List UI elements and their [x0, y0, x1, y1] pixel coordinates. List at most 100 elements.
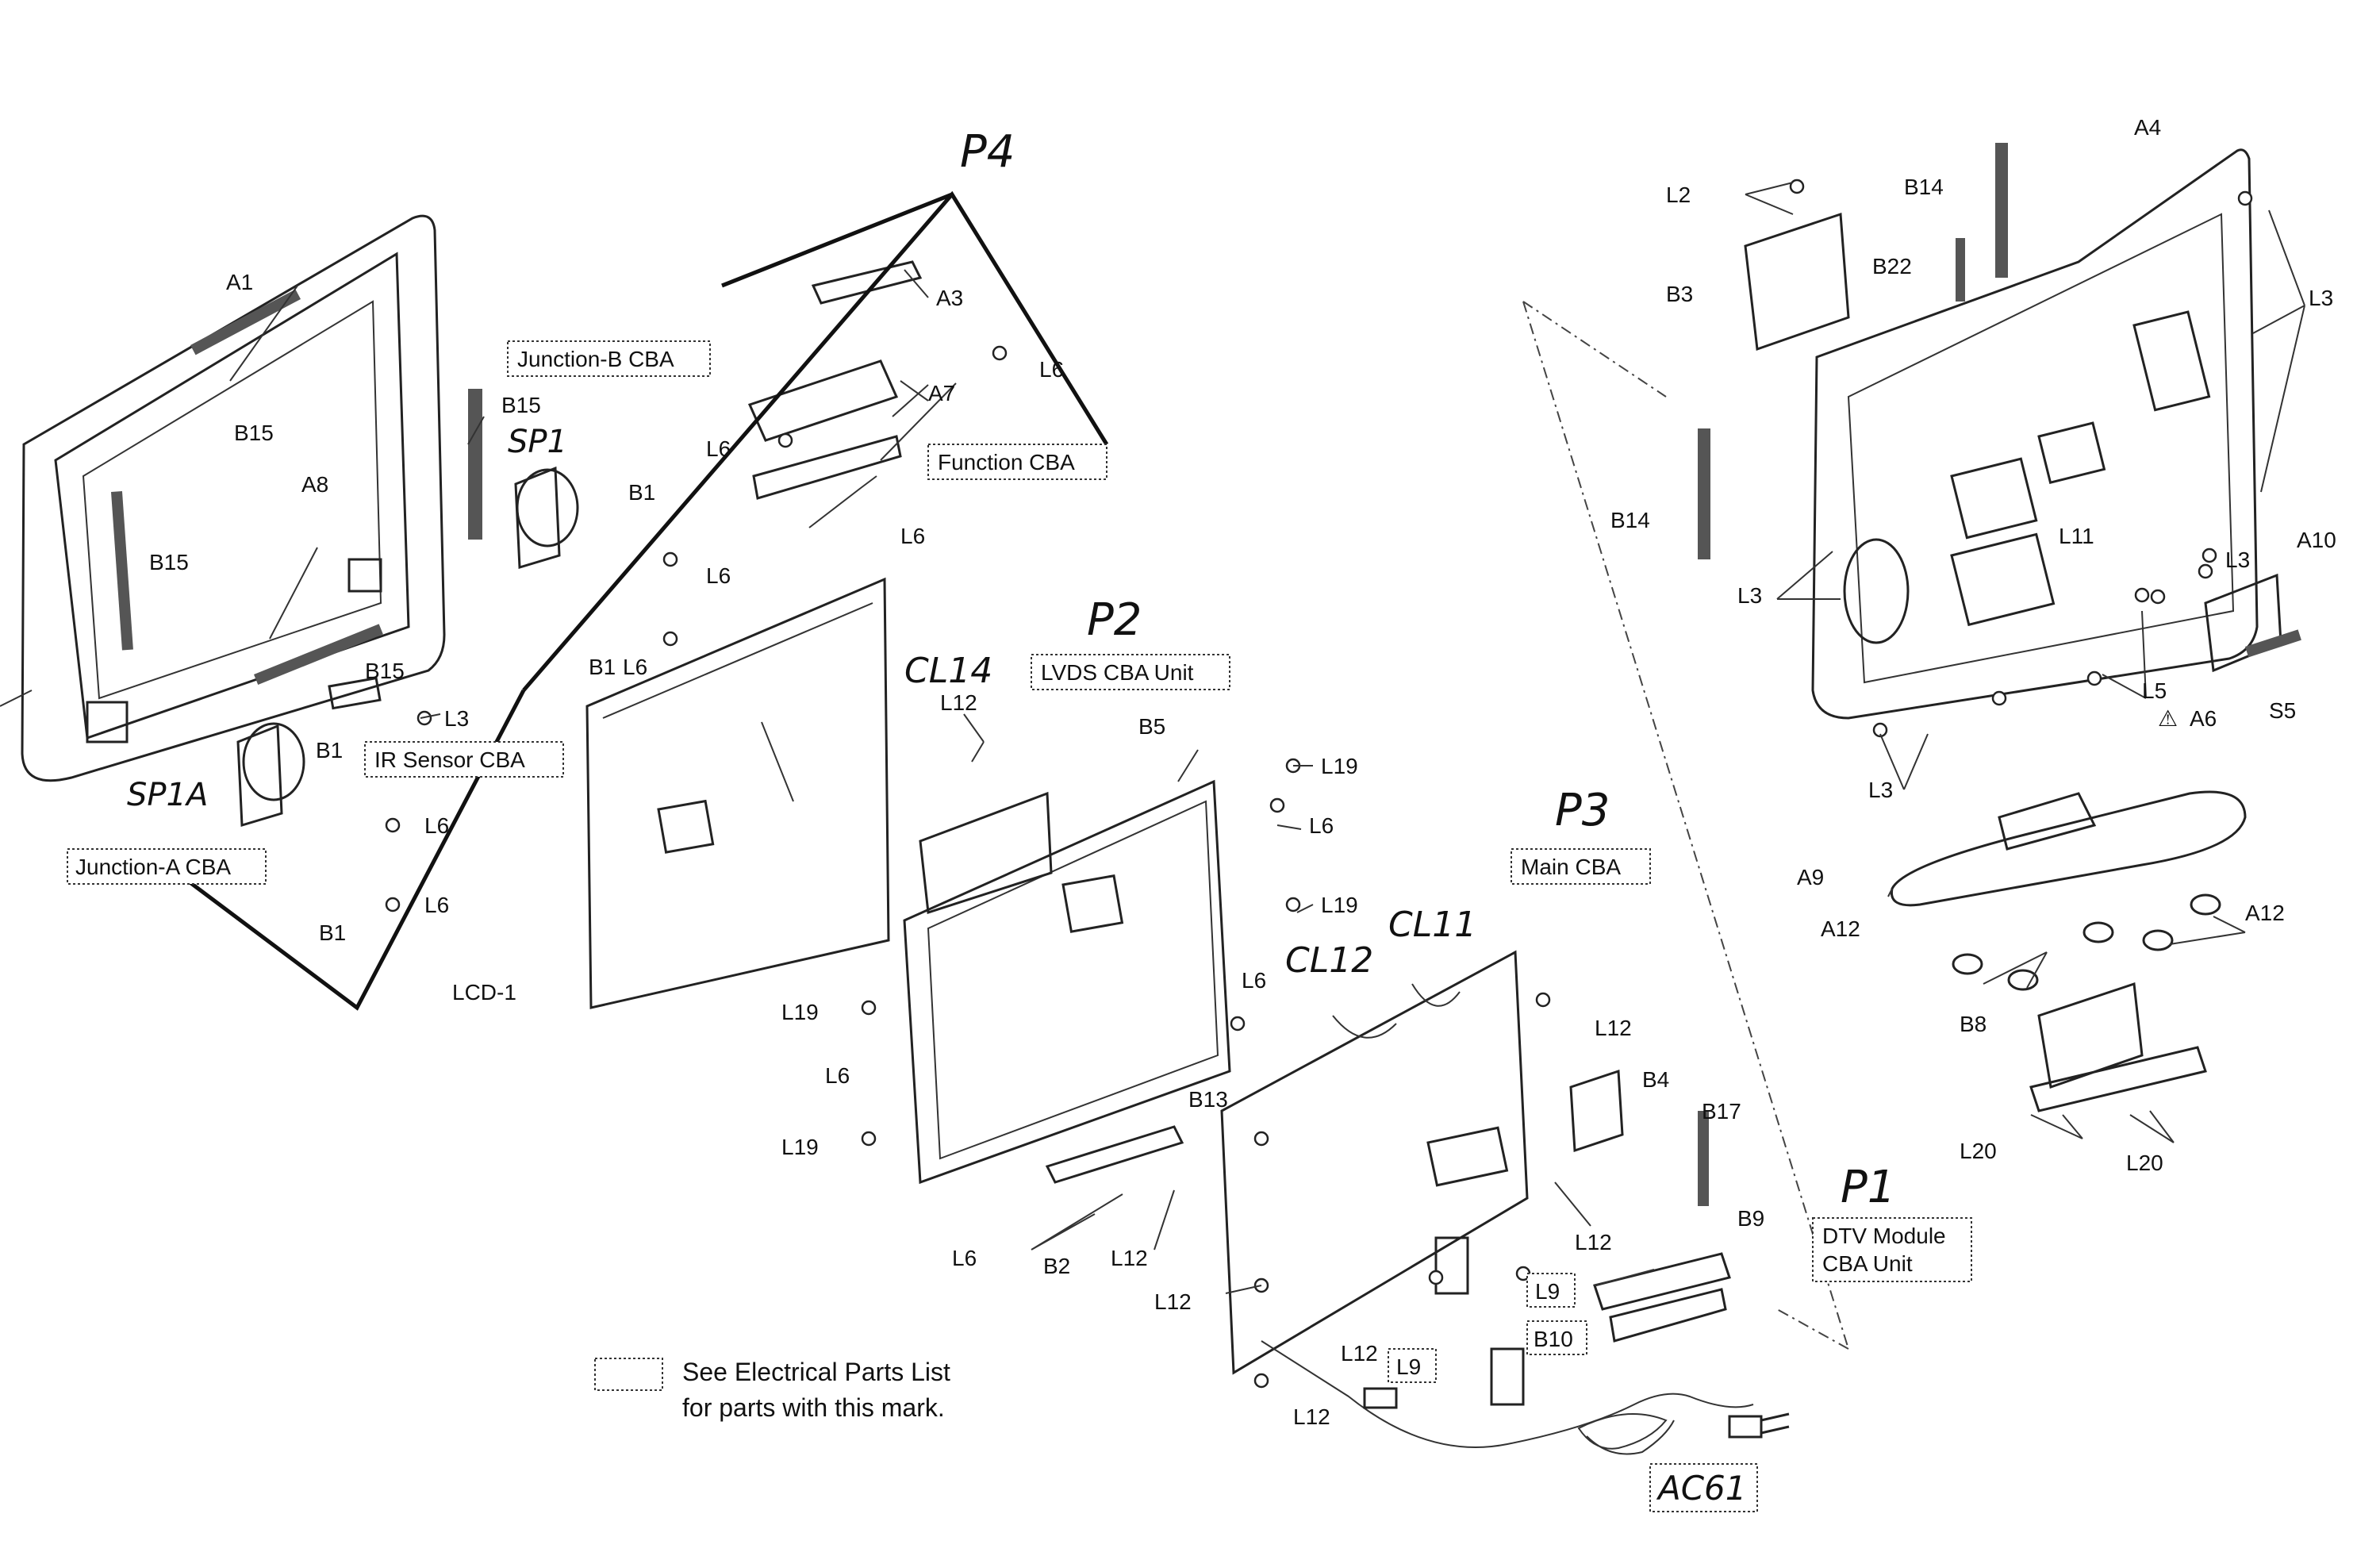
label-a6: A6	[2190, 706, 2217, 731]
legend-line-2: for parts with this mark.	[682, 1393, 945, 1422]
label-b10: B10	[1534, 1327, 1573, 1351]
spacer-b17	[1698, 1111, 1709, 1206]
label-l6-f: L6	[706, 436, 731, 461]
label-l2: L2	[1666, 182, 1691, 207]
legend-line-1: See Electrical Parts List	[682, 1358, 950, 1386]
label-a9: A9	[1797, 865, 1824, 889]
main-cba-label: Main CBA	[1521, 855, 1621, 879]
spacer-b14-top	[1995, 143, 2008, 278]
label-l19-d: L19	[781, 1135, 819, 1159]
hand-p2: P2	[1087, 594, 1142, 646]
label-l6-b: L6	[424, 893, 449, 917]
label-s5	[2245, 629, 2301, 658]
label-a7: A7	[928, 381, 955, 405]
ir-sensor-board	[328, 676, 382, 710]
spacer-b22	[1956, 238, 1965, 302]
label-b8: B8	[1960, 1012, 1987, 1036]
label-l19-c: L19	[781, 1000, 819, 1024]
hand-ac61: AC61	[1656, 1469, 1747, 1508]
label-b14-top: B14	[1904, 175, 1944, 199]
legend: See Electrical Parts List for parts with…	[594, 1358, 950, 1422]
stand-a9	[1890, 790, 2247, 991]
label-l19-b: L19	[1321, 893, 1358, 917]
label-b4: B4	[1642, 1067, 1669, 1092]
lcd-panel	[585, 577, 890, 1009]
label-l12-d: L12	[1575, 1230, 1612, 1254]
label-l3-a: L3	[2309, 286, 2333, 310]
label-a6-warning: ⚠	[2158, 706, 2178, 731]
label-l20-a: L20	[1960, 1139, 1997, 1163]
label-l12-a: L12	[940, 690, 977, 715]
label-b5: B5	[1138, 714, 1165, 739]
label-l12-e: L12	[1154, 1289, 1192, 1314]
label-lcd1: LCD-1	[452, 980, 516, 1005]
legend-dotted-box	[594, 1358, 663, 1391]
label-b15-a: B15	[234, 421, 274, 445]
hand-p3: P3	[1555, 785, 1610, 836]
label-b1-b: B1	[319, 920, 346, 945]
hand-cl12: CL12	[1285, 940, 1373, 981]
label-s5: S5	[2269, 698, 2296, 723]
label-a3: A3	[936, 286, 963, 310]
label-b15-b: B15	[501, 393, 541, 417]
label-l3-d: L3	[1868, 778, 1893, 802]
label-l6-g: L6	[900, 524, 925, 548]
label-l9-b: L9	[1396, 1354, 1421, 1379]
label-l20-b: L20	[2126, 1151, 2163, 1175]
part-labels: A1 B15 B15 A8 B15 B15 L3 B1 L6 L6 B1 B1 …	[149, 115, 2336, 1429]
label-l11: L11	[2059, 524, 2094, 548]
hand-cl14: CL14	[904, 651, 992, 691]
hand-sp1: SP1	[508, 424, 567, 460]
label-b15-d: B15	[365, 659, 405, 683]
label-a4: A4	[2134, 115, 2161, 140]
boxed-labels: Junction-B CBA Function CBA IR Sensor CB…	[67, 340, 1972, 1383]
hand-cl11: CL11	[1388, 905, 1476, 945]
label-b3: B3	[1666, 282, 1693, 306]
p1-boundary	[1522, 301, 1849, 1350]
ac-cord	[1261, 1340, 1790, 1455]
label-b1-a: B1	[316, 738, 343, 763]
hand-p4: P4	[960, 126, 1015, 178]
handwritten-labels: P4 P2 P3 P1 SP1 SP1A CL14 CL12 CL11 AC61	[127, 126, 1895, 1512]
label-l12-f: L12	[1341, 1341, 1378, 1366]
label-l3-c: L3	[2225, 547, 2250, 572]
label-b1-c: B1	[628, 480, 655, 505]
stand-bracket-b8	[2029, 982, 2207, 1112]
spacer-b15-right	[468, 389, 482, 540]
rear-cabinet-a4	[1811, 148, 2259, 720]
label-l5: L5	[2142, 678, 2167, 703]
label-a10: A10	[2297, 528, 2336, 552]
label-a12-b: A12	[2245, 901, 2285, 925]
lvds-cba-unit-label: LVDS CBA Unit	[1041, 660, 1194, 685]
bracket-b2	[1045, 1125, 1184, 1184]
label-a1: A1	[226, 270, 253, 294]
bracket-b3	[1744, 212, 1850, 352]
label-l12-g: L12	[1293, 1404, 1330, 1429]
cba-unit-label: CBA Unit	[1822, 1251, 1913, 1276]
label-l6-e: L6	[1039, 357, 1064, 382]
junction-b-cba-label: Junction-B CBA	[517, 347, 674, 371]
hand-sp1a: SP1A	[127, 777, 208, 813]
label-b17: B17	[1702, 1099, 1741, 1124]
label-b13: B13	[1188, 1087, 1228, 1112]
label-l3-b: L3	[1737, 583, 1762, 608]
dtv-module-label: DTV Module	[1822, 1224, 1946, 1248]
function-cba-assembly	[747, 260, 923, 500]
label-b14-left: B14	[1610, 508, 1650, 532]
main-cba-board	[1220, 950, 1731, 1406]
spacer-b14-left	[1698, 428, 1710, 559]
label-b22: B22	[1872, 254, 1912, 279]
label-a6	[2204, 573, 2282, 673]
label-l6-h: L6	[1309, 813, 1334, 838]
label-l6-j: L6	[825, 1063, 850, 1088]
label-l12-c: L12	[1595, 1016, 1632, 1040]
group-outline-p4	[181, 190, 1109, 1011]
label-b15-c: B15	[149, 550, 189, 574]
label-l3-front: L3	[444, 706, 469, 731]
label-l6-i: L6	[1242, 968, 1266, 993]
label-l12-b: L12	[1111, 1246, 1148, 1270]
label-l6-c: L6	[706, 563, 731, 588]
label-b9: B9	[1737, 1206, 1764, 1231]
function-cba-label: Function CBA	[938, 450, 1075, 474]
